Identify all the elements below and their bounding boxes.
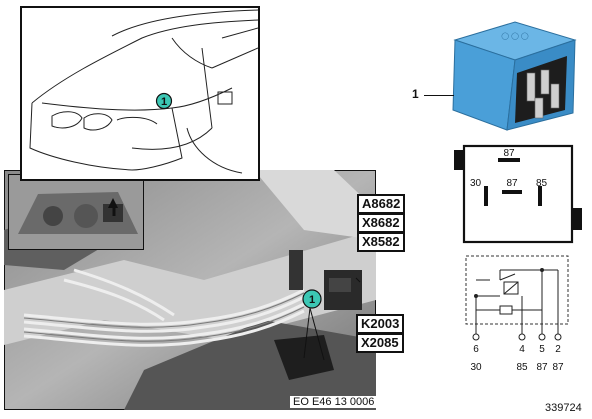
pin-30-bar [484, 186, 488, 206]
pin-label-87-top: 87 [503, 148, 515, 159]
pin-85-bar [538, 186, 542, 206]
connector-label-x8582: X8582 [357, 232, 405, 252]
pin-label-87-center: 87 [506, 178, 518, 189]
schematic-terminal-85: 85 [516, 362, 528, 373]
connector-label-a8682: A8682 [357, 194, 406, 214]
pin-87-center-bar [502, 190, 522, 194]
relay-image: ◯ ◯ ◯ [452, 21, 577, 131]
part-callout-leader [424, 95, 454, 96]
photo-callout-number: 1 [309, 294, 315, 306]
pin-87-top-bar [498, 158, 520, 162]
photo-caption: EO E46 13 0006 [290, 396, 378, 408]
svg-text:◯ ◯ ◯: ◯ ◯ ◯ [501, 32, 529, 40]
component-label-k2003: K2003 [356, 314, 405, 334]
relay-schematic: 6 4 5 2 30 85 87 87 [465, 255, 569, 373]
pin-label-85: 85 [536, 178, 548, 189]
schematic-pin-6: 6 [473, 344, 479, 355]
relay-pin-symbol: 87 30 87 85 [454, 144, 582, 244]
connector-label-x8682: X8682 [357, 213, 405, 233]
car-front-drawing: 1 [29, 9, 259, 174]
car-callout-circle [155, 92, 173, 110]
schematic-pin-5: 5 [539, 344, 545, 355]
photo-callout-circle [302, 289, 322, 309]
schematic-terminal-30: 30 [470, 362, 482, 373]
engine-overview-inset [8, 174, 144, 250]
part-callout-number: 1 [412, 87, 419, 101]
schematic-pin-4: 4 [519, 344, 525, 355]
pin-label-30: 30 [470, 178, 482, 189]
schematic-pin-2: 2 [555, 344, 561, 355]
car-overview-inset: 1 [20, 6, 260, 181]
diagram-number: 339724 [545, 402, 582, 414]
schematic-terminal-87b: 87 [552, 362, 564, 373]
car-callout-number: 1 [161, 96, 167, 108]
component-label-x2085: X2085 [356, 333, 404, 353]
schematic-terminal-87a: 87 [536, 362, 548, 373]
